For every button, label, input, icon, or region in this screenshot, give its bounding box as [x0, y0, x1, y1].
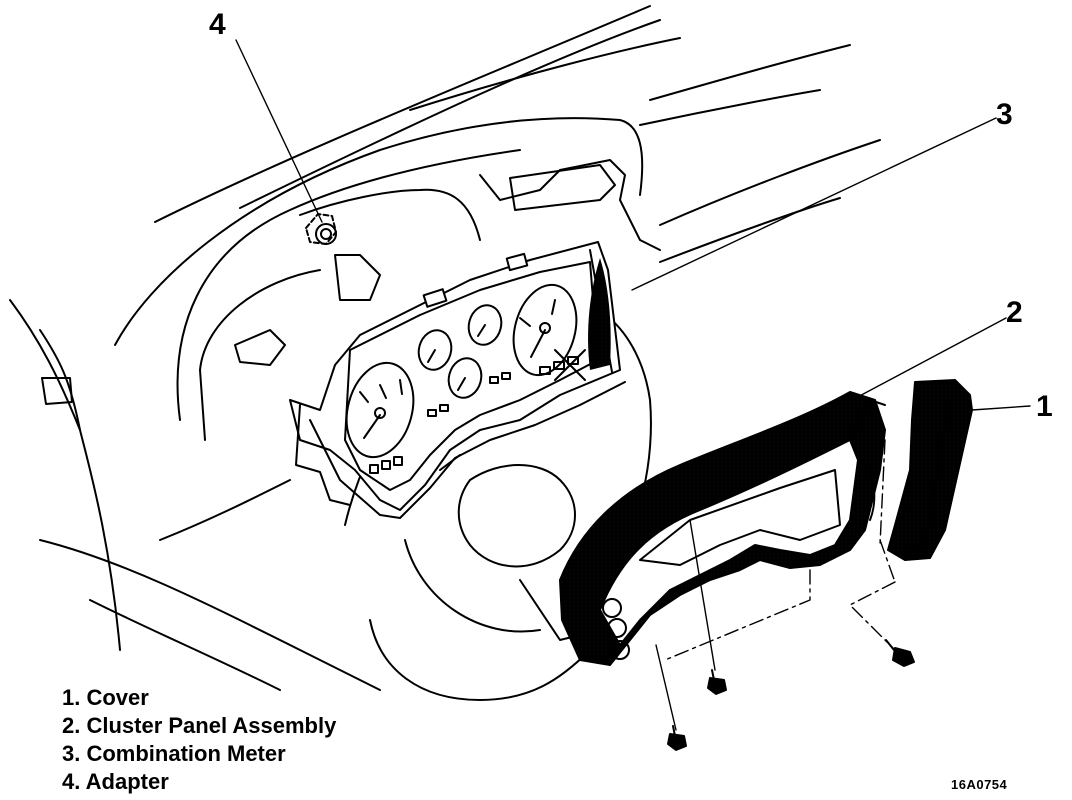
callout-cluster-panel: 2 — [1006, 296, 1023, 329]
cover-part — [887, 379, 973, 561]
dashboard-outline — [9, 5, 881, 691]
combination-meter — [289, 241, 626, 519]
legend-item-adapter: 4. Adapter — [62, 769, 169, 794]
screw-icon — [707, 669, 727, 695]
screw-icon — [667, 725, 687, 751]
leader-lines — [235, 39, 1031, 731]
callout-adapter: 4 — [209, 8, 226, 41]
figure-code: 16A0754 — [951, 777, 1008, 792]
mounting-guide-lines — [664, 439, 896, 661]
callout-cover: 1 — [1036, 390, 1053, 423]
legend-item-cluster-panel: 2. Cluster Panel Assembly — [62, 713, 337, 738]
callout-combination-meter: 3 — [996, 98, 1013, 131]
parts-legend: 1. Cover 2. Cluster Panel Assembly 3. Co… — [62, 684, 336, 796]
legend-item-combination-meter: 3. Combination Meter — [62, 741, 286, 766]
cluster-panel-assembly — [559, 391, 886, 666]
screw-icon — [885, 639, 915, 667]
legend-item-cover: 1. Cover — [62, 685, 149, 710]
